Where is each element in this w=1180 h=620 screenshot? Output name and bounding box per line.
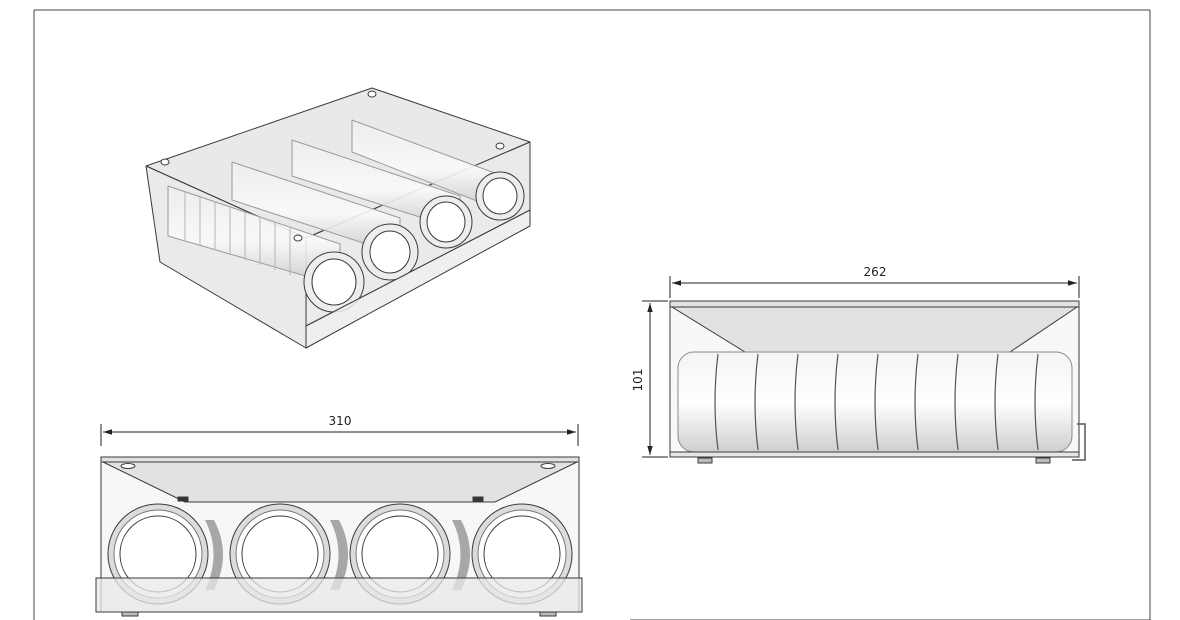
front-foot-right xyxy=(539,611,557,617)
front-glass-panel xyxy=(102,461,578,503)
iso-base-front xyxy=(305,209,531,349)
front-clip-left xyxy=(177,496,189,502)
iso-roll-ends xyxy=(303,171,525,313)
iso-roll-end-1 xyxy=(303,251,365,313)
front-lid xyxy=(100,456,580,463)
side-length-label: 262 xyxy=(864,265,887,279)
isometric-view xyxy=(145,87,531,349)
iso-roll-end-2 xyxy=(361,223,419,281)
front-view: 310 xyxy=(95,414,583,617)
side-view: 262 101 xyxy=(631,265,1086,464)
side-foot-left xyxy=(697,457,713,464)
iso-roll-end-4 xyxy=(475,171,525,221)
sheet-border xyxy=(33,9,1151,620)
iso-roll-end-3 xyxy=(419,195,473,249)
front-clip-right xyxy=(472,496,484,502)
front-width-dimension: 310 xyxy=(100,414,579,446)
front-roll-stack-shadows xyxy=(205,520,470,590)
front-screw-holes xyxy=(120,463,556,469)
front-foot-left xyxy=(121,611,139,617)
side-roll-segments xyxy=(714,353,1039,451)
side-front-stop xyxy=(1072,423,1086,461)
side-height-dimension: 101 xyxy=(631,300,668,458)
side-foot-right xyxy=(1035,457,1051,464)
side-length-dimension: 262 xyxy=(669,265,1080,298)
iso-screw-holes xyxy=(160,90,505,242)
front-lip xyxy=(95,577,583,613)
side-lid xyxy=(669,300,1080,308)
iso-roll-segments xyxy=(184,192,291,275)
side-base-rail xyxy=(669,451,1080,458)
front-width-label: 310 xyxy=(329,414,352,428)
side-height-label: 101 xyxy=(631,369,645,392)
